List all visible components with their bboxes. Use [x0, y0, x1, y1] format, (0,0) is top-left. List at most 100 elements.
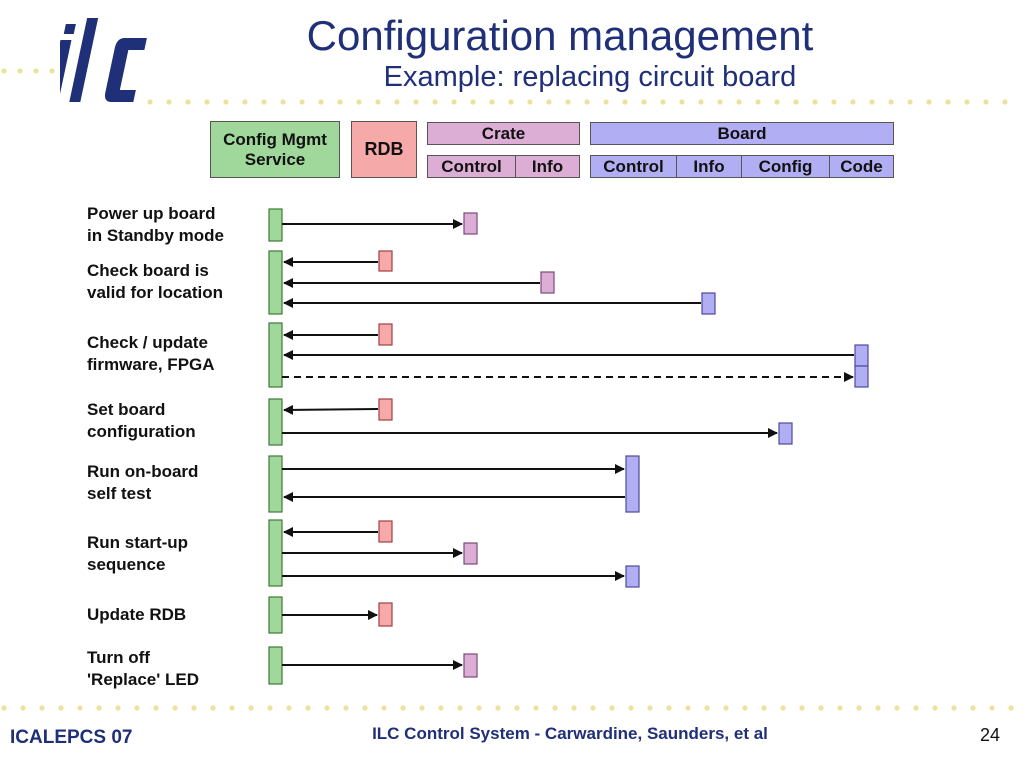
- crate-target: [463, 212, 478, 235]
- separator-dot: [793, 99, 799, 105]
- slide-title: Configuration management: [306, 12, 814, 59]
- separator-dot: [641, 99, 647, 105]
- board-label: Board: [717, 123, 767, 143]
- activation-bar-green: [268, 646, 283, 685]
- step-label: 'Replace' LED: [87, 670, 200, 689]
- separator-dot: [932, 705, 938, 711]
- separator-dot: [837, 705, 843, 711]
- board-code-target: [854, 365, 869, 388]
- separator-dot: [261, 99, 267, 105]
- separator-dot: [337, 99, 343, 105]
- step-firmware: Check / update firmware, FPGA: [87, 332, 267, 376]
- separator-dot: [286, 705, 292, 711]
- separator-dot: [907, 99, 913, 105]
- separator-dot: [242, 99, 248, 105]
- rdb-target: [378, 250, 393, 272]
- separator-dot: [166, 99, 172, 105]
- separator-dot: [134, 705, 140, 711]
- step-label: Run start-up: [87, 533, 189, 552]
- separator-dot: [172, 705, 178, 711]
- separator-dot: [470, 99, 476, 105]
- separator-dot: [603, 99, 609, 105]
- separator-dot: [698, 99, 704, 105]
- board-control-label: Control: [603, 156, 664, 176]
- separator-dot: [457, 705, 463, 711]
- crate-label: Crate: [481, 123, 526, 143]
- separator-dot: [628, 705, 634, 711]
- footer-authors: ILC Control System - Carwardine, Saunder…: [372, 724, 768, 743]
- separator-dot: [850, 99, 856, 105]
- step-label: valid for location: [87, 283, 224, 302]
- separator-dot: [204, 99, 210, 105]
- separator-dot: [970, 705, 976, 711]
- separator-dot: [299, 99, 305, 105]
- separator-dot: [39, 705, 45, 711]
- separator-dot: [590, 705, 596, 711]
- crate-target: [463, 653, 478, 678]
- separator-dot: [565, 99, 571, 105]
- config-mgmt-header: Config Mgmt Service: [210, 121, 340, 178]
- step-label: firmware, FPGA: [87, 355, 215, 374]
- separator-dot: [831, 99, 837, 105]
- separator-dot: [1, 705, 7, 711]
- step-label: Run on-board: [87, 462, 199, 481]
- separator-dot: [324, 705, 330, 711]
- crate-control-header: Control: [427, 155, 516, 178]
- step-label: Check board is: [87, 261, 209, 280]
- separator-dot: [495, 705, 501, 711]
- board-control-header: Control: [590, 155, 677, 178]
- separator-dot: [508, 99, 514, 105]
- separator-dot: [780, 705, 786, 711]
- separator-dot: [451, 99, 457, 105]
- step-turn-off: Turn off 'Replace' LED: [87, 647, 267, 691]
- footer-conference: ICALEPCS 07: [10, 727, 133, 748]
- rdb-target: [378, 323, 393, 346]
- step-label: Check / update: [87, 333, 208, 352]
- step-label: Update RDB: [87, 605, 187, 624]
- step-start-up: Run start-up sequence: [87, 532, 267, 576]
- separator-dot: [476, 705, 482, 711]
- activation-bar-green: [268, 398, 283, 446]
- page-number: 24: [979, 725, 1000, 745]
- separator-dot: [489, 99, 495, 105]
- separator-dot: [514, 705, 520, 711]
- board-code-target: [854, 344, 869, 367]
- separator-dot: [381, 705, 387, 711]
- separator-dot: [685, 705, 691, 711]
- separator-dot: [248, 705, 254, 711]
- separator-dot: [267, 705, 273, 711]
- board-info-label: Info: [693, 156, 725, 176]
- separator-dot: [913, 705, 919, 711]
- crate-info-label: Info: [531, 156, 564, 176]
- board-header: Board: [590, 122, 894, 145]
- crate-info-header: Info: [515, 155, 580, 178]
- separator-dot: [761, 705, 767, 711]
- crate-control-label: Control: [441, 156, 502, 176]
- separator-dot: [280, 99, 286, 105]
- separator-dot: [49, 68, 55, 74]
- separator-dot: [400, 705, 406, 711]
- separator-dot: [147, 99, 153, 105]
- step-label: Power up board: [87, 204, 216, 223]
- separator-dot: [362, 705, 368, 711]
- separator-dot: [774, 99, 780, 105]
- separator-dot: [210, 705, 216, 711]
- step-label: self test: [87, 484, 152, 503]
- separator-dot: [755, 99, 761, 105]
- separator-dot: [438, 705, 444, 711]
- separator-dot: [1008, 705, 1014, 711]
- separator-dot: [96, 705, 102, 711]
- board-info-target: [701, 292, 716, 315]
- separator-dot: [951, 705, 957, 711]
- separator-dot: [413, 99, 419, 105]
- separator-dot: [894, 705, 900, 711]
- board-code-header: Code: [829, 155, 894, 178]
- step-label: in Standby mode: [87, 226, 224, 245]
- separator-dot: [1002, 99, 1008, 105]
- separator-dot: [533, 705, 539, 711]
- separator-dot: [989, 705, 995, 711]
- step-check-valid: Check board is valid for location: [87, 260, 267, 304]
- rdb-target: [378, 398, 393, 421]
- separator-dot: [223, 99, 229, 105]
- separator-dot: [622, 99, 628, 105]
